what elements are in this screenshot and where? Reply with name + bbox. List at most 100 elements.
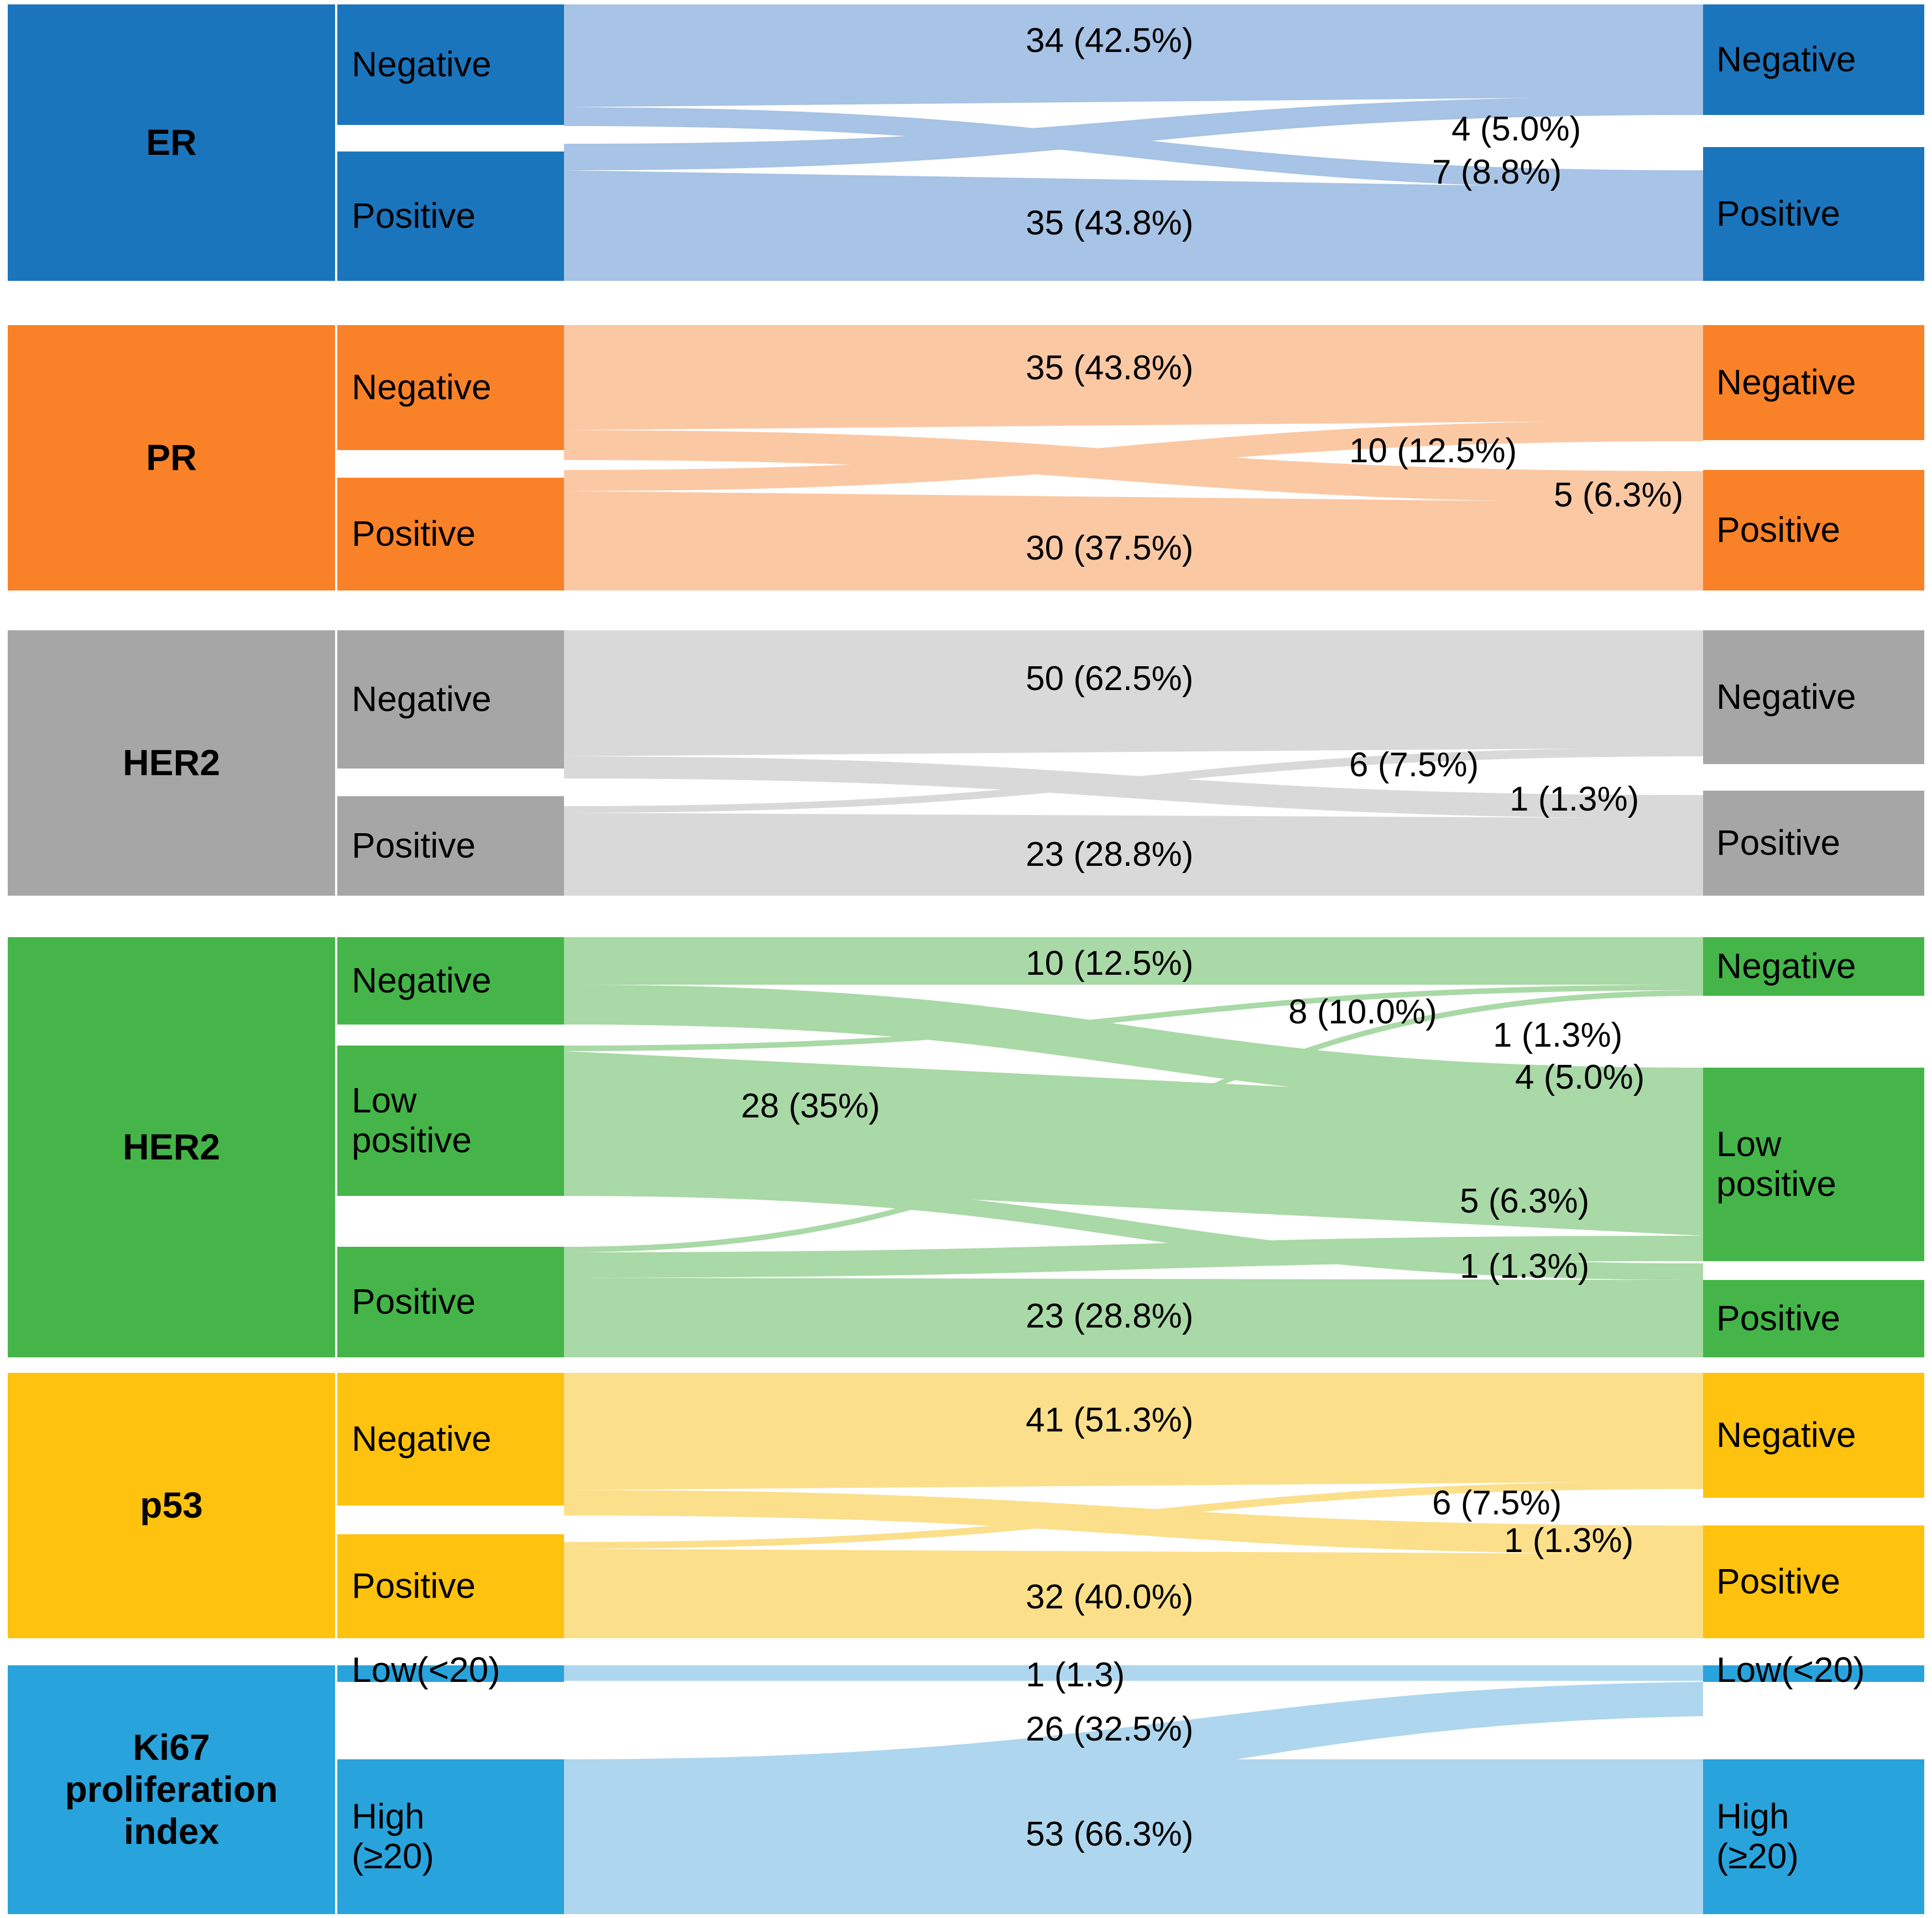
node-label: Negative — [1716, 677, 1856, 717]
row-ki67: Ki67 proliferation index Low(<20) High (… — [0, 1650, 1932, 1914]
flow-label-pr-0: 35 (43.8%) — [1026, 349, 1194, 387]
row-her2-binary: HER2 Negative Positive Negative Positive… — [0, 630, 1932, 896]
biomarker-text-line2: proliferation — [65, 1769, 278, 1810]
biomarker-text: HER2 — [122, 1126, 221, 1168]
node-ki67-right-high[interactable]: High (≥20) — [1703, 1759, 1924, 1914]
node-label: Positive — [352, 514, 476, 554]
node-label: Negative — [1716, 362, 1856, 403]
flow-layer-ki67 — [564, 1665, 1703, 1914]
biomarker-text: ER — [146, 122, 197, 163]
flow-label-her2t-1: 8 (10.0%) — [1288, 993, 1437, 1031]
flow-label-er-1: 4 (5.0%) — [1451, 110, 1581, 148]
node-label-line1: Low — [1716, 1124, 1782, 1164]
node-er-right-positive[interactable]: Positive — [1703, 147, 1924, 281]
node-her2-three-left-low-positive[interactable]: Low positive — [337, 1046, 564, 1196]
node-label-line2: positive — [1716, 1164, 1836, 1204]
node-her2-three-left-positive[interactable]: Positive — [337, 1247, 564, 1357]
biomarker-text: HER2 — [122, 742, 221, 783]
flow-label-her2t-6: 1 (1.3%) — [1460, 1247, 1590, 1285]
node-p53-left-positive[interactable]: Positive — [337, 1534, 564, 1638]
node-er-left-positive[interactable]: Positive — [337, 151, 564, 281]
biomarker-text: PR — [146, 437, 197, 478]
node-label: Positive — [352, 196, 476, 236]
node-label-line2: (≥20) — [352, 1836, 434, 1876]
flow-label-her2t-3: 4 (5.0%) — [1515, 1058, 1645, 1096]
node-p53-right-positive[interactable]: Positive — [1703, 1525, 1924, 1638]
biomarker-label-pr: PR — [8, 325, 335, 590]
node-her2-three-right-negative[interactable]: Negative — [1703, 937, 1924, 996]
row-p53: p53 Negative Positive Negative Positive … — [0, 1373, 1932, 1638]
node-label-line1: High — [1716, 1796, 1789, 1837]
biomarker-text-line3: index — [123, 1810, 220, 1852]
flow-label-p53-3: 32 (40.0%) — [1026, 1578, 1194, 1616]
node-label-line1: Low — [352, 1080, 417, 1121]
node-label: Positive — [1716, 1298, 1841, 1339]
node-her2-binary-right-positive[interactable]: Positive — [1703, 791, 1924, 896]
flow-label-her2t-0: 10 (12.5%) — [1026, 944, 1194, 982]
flow-label-pr-3: 30 (37.5%) — [1026, 529, 1194, 567]
node-p53-left-negative[interactable]: Negative — [337, 1373, 564, 1506]
node-her2-three-left-negative[interactable]: Negative — [337, 937, 564, 1025]
node-label: Low(<20) — [1716, 1650, 1865, 1690]
flow-label-her2b-2: 1 (1.3%) — [1510, 780, 1639, 818]
node-ki67-right-low[interactable]: Low(<20) — [1703, 1650, 1924, 1690]
node-label: Positive — [352, 1282, 476, 1322]
flow-layer-p53 — [564, 1373, 1703, 1638]
node-label-line1: High — [352, 1796, 425, 1837]
flow-label-her2t-5: 5 (6.3%) — [1460, 1182, 1590, 1220]
node-label: Negative — [352, 679, 492, 719]
node-label: Low(<20) — [352, 1650, 500, 1690]
flow-label-er-3: 35 (43.8%) — [1026, 204, 1194, 242]
flow-label-er-0: 34 (42.5%) — [1026, 22, 1194, 60]
node-label: Positive — [1716, 510, 1841, 550]
biomarker-text-line1: Ki67 — [133, 1727, 210, 1768]
node-pr-right-negative[interactable]: Negative — [1703, 325, 1924, 440]
row-her2-three: HER2 Negative Low positive — [0, 937, 1932, 1357]
node-label-line2: (≥20) — [1716, 1836, 1799, 1876]
flow-label-her2t-4: 28 (35%) — [741, 1087, 880, 1125]
node-er-right-negative[interactable]: Negative — [1703, 4, 1924, 115]
flow-label-her2b-1: 6 (7.5%) — [1349, 746, 1479, 784]
node-label: Positive — [352, 825, 476, 866]
flow-label-pr-2: 5 (6.3%) — [1554, 476, 1684, 514]
node-her2-binary-left-negative[interactable]: Negative — [337, 630, 564, 769]
node-her2-three-right-positive[interactable]: Positive — [1703, 1280, 1924, 1357]
flow-layer-her2-binary — [564, 630, 1703, 896]
node-label: Negative — [352, 367, 492, 407]
node-pr-right-positive[interactable]: Positive — [1703, 470, 1924, 590]
flow-label-ki67-0: 1 (1.3) — [1026, 1656, 1125, 1694]
node-p53-right-negative[interactable]: Negative — [1703, 1373, 1924, 1498]
node-label: Negative — [352, 44, 492, 85]
flow-label-p53-1: 6 (7.5%) — [1432, 1484, 1562, 1522]
flow-label-ki67-2: 53 (66.3%) — [1026, 1815, 1194, 1853]
flow-layer-pr — [564, 325, 1703, 590]
node-label: Positive — [352, 1566, 476, 1606]
biomarker-label-p53: p53 — [8, 1373, 335, 1638]
node-pr-left-negative[interactable]: Negative — [337, 325, 564, 450]
node-label: Negative — [1716, 39, 1856, 80]
flow-label-her2t-2: 1 (1.3%) — [1493, 1016, 1623, 1054]
node-er-left-negative[interactable]: Negative — [337, 4, 564, 125]
node-label: Negative — [352, 960, 492, 1001]
flow-label-her2b-0: 50 (62.5%) — [1026, 660, 1194, 698]
node-ki67-left-low[interactable]: Low(<20) — [337, 1650, 564, 1690]
flow-label-her2t-7: 23 (28.8%) — [1026, 1297, 1194, 1335]
node-her2-three-right-low-positive[interactable]: Low positive — [1703, 1068, 1924, 1261]
node-pr-left-positive[interactable]: Positive — [337, 478, 564, 590]
node-ki67-left-high[interactable]: High (≥20) — [337, 1759, 564, 1914]
flow-label-p53-2: 1 (1.3%) — [1504, 1522, 1634, 1560]
node-label: Positive — [1716, 1561, 1841, 1602]
node-label: Negative — [352, 1419, 492, 1459]
biomarker-label-ki67: Ki67 proliferation index — [8, 1665, 335, 1914]
flow-layer-er — [564, 4, 1703, 281]
row-pr: PR Negative Positive Negative Positive 3… — [0, 325, 1932, 590]
biomarker-label-er: ER — [8, 4, 335, 281]
node-label: Negative — [1716, 1415, 1856, 1455]
node-her2-binary-right-negative[interactable]: Negative — [1703, 630, 1924, 764]
node-her2-binary-left-positive[interactable]: Positive — [337, 796, 564, 896]
flow-label-her2b-3: 23 (28.8%) — [1026, 835, 1194, 874]
flow-label-er-2: 7 (8.8%) — [1432, 153, 1562, 191]
node-label: Negative — [1716, 946, 1856, 986]
flow-layer-her2-three — [564, 937, 1703, 1357]
